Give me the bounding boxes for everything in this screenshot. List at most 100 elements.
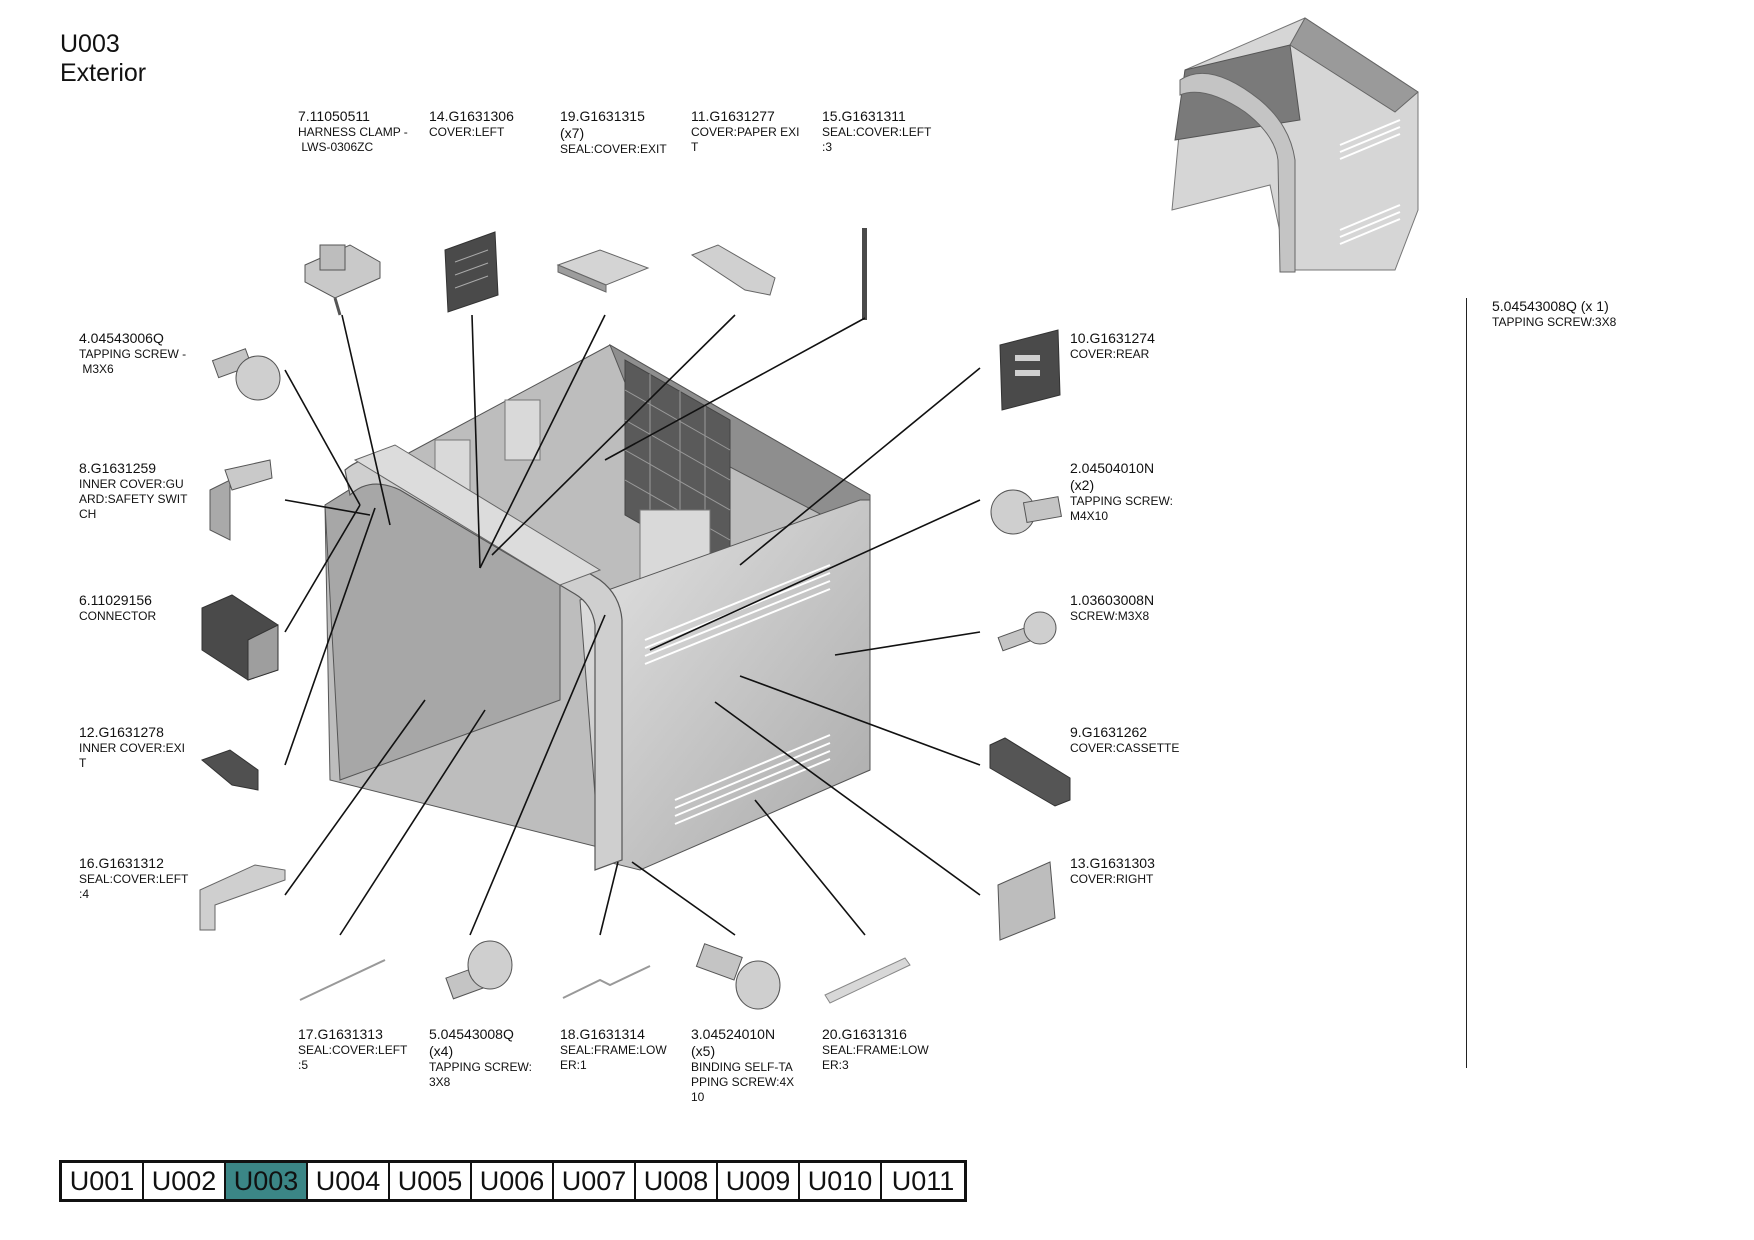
part-art-seal-cover-exit [556, 249, 650, 293]
part-description: :3 [822, 140, 833, 154]
part-description: SEAL:COVER:EXIT [560, 142, 667, 156]
part-quantity: (x4) [429, 1043, 454, 1059]
part-number: 12.G1631278 [79, 724, 164, 740]
tab-u004[interactable]: U004 [308, 1163, 390, 1199]
part-number: 19.G1631315 [560, 108, 645, 124]
part-number: 16.G1631312 [79, 855, 164, 871]
part-number: 3.04524010N [691, 1026, 776, 1042]
part-art-screw-m3x8 [997, 611, 1057, 652]
part-art-connector [201, 594, 279, 681]
unit-name: Exterior [60, 59, 147, 87]
part-description: ARD:SAFETY SWIT [79, 492, 188, 506]
part-description: T [79, 756, 87, 770]
part-description: ER:3 [822, 1058, 849, 1072]
part-description: COVER:RIGHT [1070, 872, 1154, 886]
part-art-screw-3x8 [445, 940, 513, 1000]
part-number: 18.G1631314 [560, 1026, 645, 1042]
part-description: SEAL:FRAME:LOW [560, 1043, 667, 1057]
part-description: TAPPING SCREW: [1070, 494, 1173, 508]
part-number: 9.G1631262 [1070, 724, 1148, 740]
part-art-seal-18 [562, 965, 651, 999]
main-frame [324, 343, 871, 871]
part-description: INNER COVER:EXI [79, 741, 186, 755]
part-number: 15.G1631311 [822, 108, 906, 124]
part-description: SEAL:COVER:LEFT [298, 1043, 408, 1057]
part-description: M3X6 [79, 362, 114, 376]
part-art-cover-rear [999, 329, 1061, 411]
tab-u005[interactable]: U005 [390, 1163, 472, 1199]
part-art-screw-m3x6 [211, 348, 281, 401]
part-quantity: (x7) [560, 125, 585, 141]
part-label-p2: 2.04504010N(x2)TAPPING SCREW:M4X10 [1070, 460, 1195, 524]
part-description: M4X10 [1070, 509, 1109, 523]
part-description: CONNECTOR [79, 609, 157, 623]
tab-u011[interactable]: U011 [891, 1166, 955, 1196]
part-quantity: (x2) [1070, 477, 1095, 493]
part-art-inner-cover-guard [209, 459, 273, 541]
assembly-thumbnail [1171, 17, 1419, 273]
part-description: SEAL:COVER:LEFT [822, 125, 932, 139]
tab-u001[interactable]: U001 [62, 1163, 144, 1199]
part-description: BINDING SELF-TA [691, 1060, 793, 1074]
part-description: SCREW:M3X8 [1070, 609, 1150, 623]
part-description: INNER COVER:GU [79, 477, 184, 491]
part-description: 3X8 [429, 1075, 451, 1089]
part-art-binding-screw [695, 943, 781, 1010]
leader-lines [284, 314, 981, 936]
part-art-seal-17 [299, 959, 386, 1001]
part-number: 5.04543008Q [429, 1026, 514, 1042]
tab-u010[interactable]: U010 [800, 1163, 882, 1199]
part-description: CH [79, 507, 97, 521]
part-description: COVER:CASSETTE [1070, 741, 1180, 755]
tab-u008[interactable]: U008 [636, 1163, 718, 1199]
part-description: COVER:REAR [1070, 347, 1150, 361]
part-art-cover-paper-exit [690, 244, 776, 296]
part-number: 8.G1631259 [79, 460, 157, 476]
part-number: 7.11050511 [298, 108, 370, 124]
part-description: HARNESS CLAMP - [298, 125, 408, 139]
part-number: 14.G1631306 [429, 108, 514, 124]
tab-u006[interactable]: U006 [472, 1163, 554, 1199]
tab-u009[interactable]: U009 [718, 1163, 800, 1199]
part-description: SEAL:FRAME:LOW [822, 1043, 929, 1057]
part-description: LWS-0306ZC [298, 140, 374, 154]
part-label-p19: 19.G1631315(x7)SEAL:COVER:EXIT [560, 108, 685, 157]
part-description: COVER:LEFT [429, 125, 505, 139]
part-number: 2.04504010N [1070, 460, 1155, 476]
part-art-seal-cover-left-3 [862, 228, 867, 320]
part-description: TAPPING SCREW - [79, 347, 187, 361]
tab-u007[interactable]: U007 [554, 1163, 636, 1199]
unit-code: U003 [60, 30, 120, 58]
side-note-number: 5.04543008Q (x 1) [1492, 298, 1609, 314]
part-description: SEAL:COVER:LEFT [79, 872, 189, 886]
part-number: 17.G1631313 [298, 1026, 383, 1042]
part-description: :4 [79, 887, 90, 901]
part-art-seal-cover-left-4 [199, 864, 286, 931]
side-note: 5.04543008Q (x 1) TAPPING SCREW:3X8 [1492, 298, 1732, 330]
part-art-cover-left [444, 231, 499, 313]
part-art-inner-cover-exit [201, 749, 259, 791]
part-number: 6.11029156 [79, 592, 152, 608]
page-title: U003 Exterior [60, 30, 146, 88]
part-art-cover-cassette [989, 737, 1071, 807]
part-number: 1.03603008N [1070, 592, 1155, 608]
tab-u002[interactable]: U002 [144, 1163, 226, 1199]
tab-u003[interactable]: U003 [226, 1163, 308, 1199]
part-number: 11.G1631277 [691, 108, 775, 124]
part-art-harness-clamp [304, 244, 381, 316]
part-art-screw-m4x10 [990, 489, 1063, 535]
part-quantity: (x5) [691, 1043, 716, 1059]
